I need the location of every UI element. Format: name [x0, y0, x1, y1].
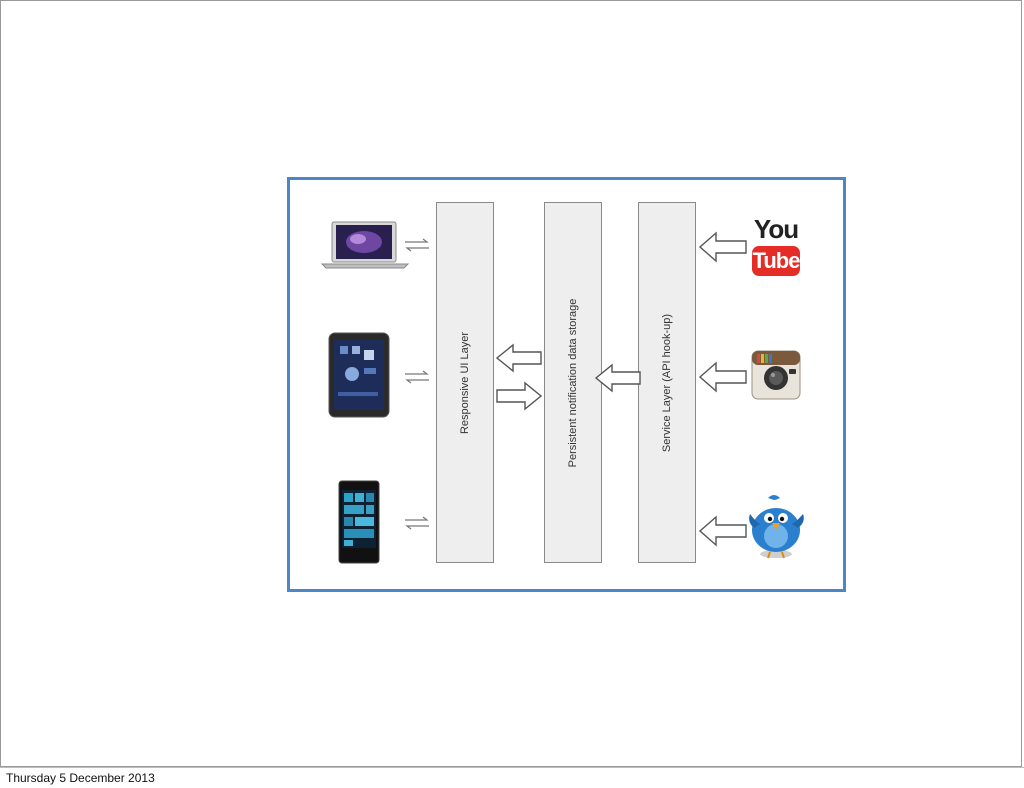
youtube-logo-icon: You Tube [752, 214, 800, 282]
smartphone-icon [338, 480, 380, 564]
exchange-arrows-icon [405, 516, 429, 530]
youtube-logo-text-bottom: Tube [752, 246, 800, 276]
arrow-left-icon [594, 363, 641, 393]
arrow-left-icon [495, 343, 542, 373]
tablet-icon [328, 332, 390, 418]
arrow-left-icon [698, 515, 747, 547]
service-layer: Service Layer (API hook-up) [638, 202, 696, 563]
instagram-logo-icon [751, 350, 801, 400]
status-bar: Thursday 5 December 2013 [0, 767, 1024, 788]
slide: Responsive UI Layer Persistent notificat… [0, 0, 1022, 767]
architecture-diagram: Responsive UI Layer Persistent notificat… [287, 177, 846, 592]
exchange-arrows-icon [405, 370, 429, 384]
exchange-arrows-icon [405, 238, 429, 252]
arrow-left-icon [698, 231, 747, 263]
twitter-bird-icon [749, 495, 804, 559]
arrow-left-icon [698, 361, 747, 393]
layer-label: Responsive UI Layer [459, 331, 471, 434]
footer-date: Thursday 5 December 2013 [6, 771, 155, 785]
layer-label: Service Layer (API hook-up) [661, 313, 673, 452]
layer-label: Persistent notification data storage [567, 298, 579, 467]
responsive-ui-layer: Responsive UI Layer [436, 202, 494, 563]
arrow-right-icon [496, 381, 543, 411]
youtube-logo-text-top: You [753, 214, 799, 244]
laptop-icon [320, 221, 410, 269]
